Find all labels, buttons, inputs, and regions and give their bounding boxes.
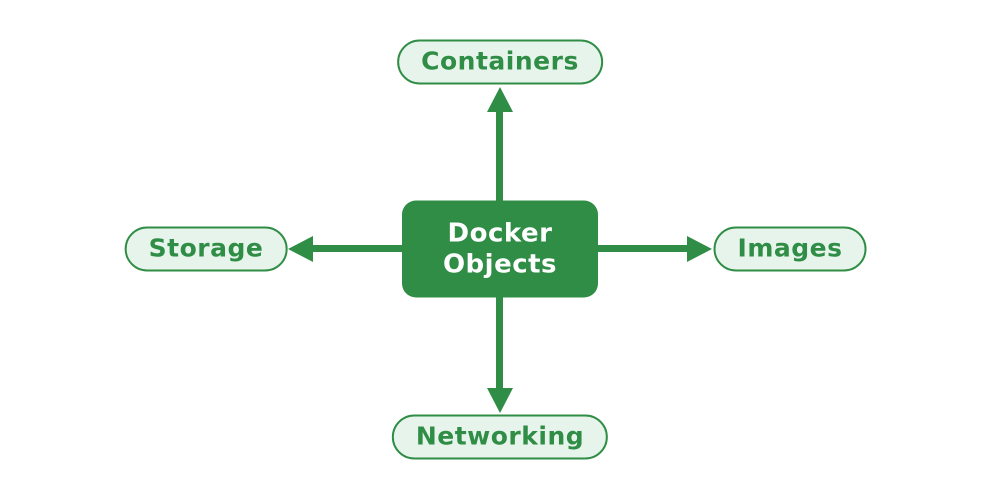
arrow-left-head-icon: [288, 235, 313, 262]
node-images: Images: [713, 226, 867, 272]
arrow-right-head-icon: [687, 235, 712, 262]
center-label-line1: Docker: [447, 218, 553, 248]
node-containers: Containers: [397, 39, 603, 85]
node-networking: Networking: [391, 414, 609, 460]
arrow-down-line: [496, 297, 503, 389]
arrow-left-line: [311, 245, 404, 252]
node-docker-objects: Docker Objects: [402, 200, 598, 298]
arrow-down-head-icon: [487, 388, 513, 413]
node-storage: Storage: [124, 226, 288, 272]
arrow-up-line: [496, 110, 503, 202]
arrow-up-head-icon: [487, 87, 513, 112]
arrow-right-line: [596, 245, 689, 252]
center-label-line2: Objects: [442, 249, 558, 279]
